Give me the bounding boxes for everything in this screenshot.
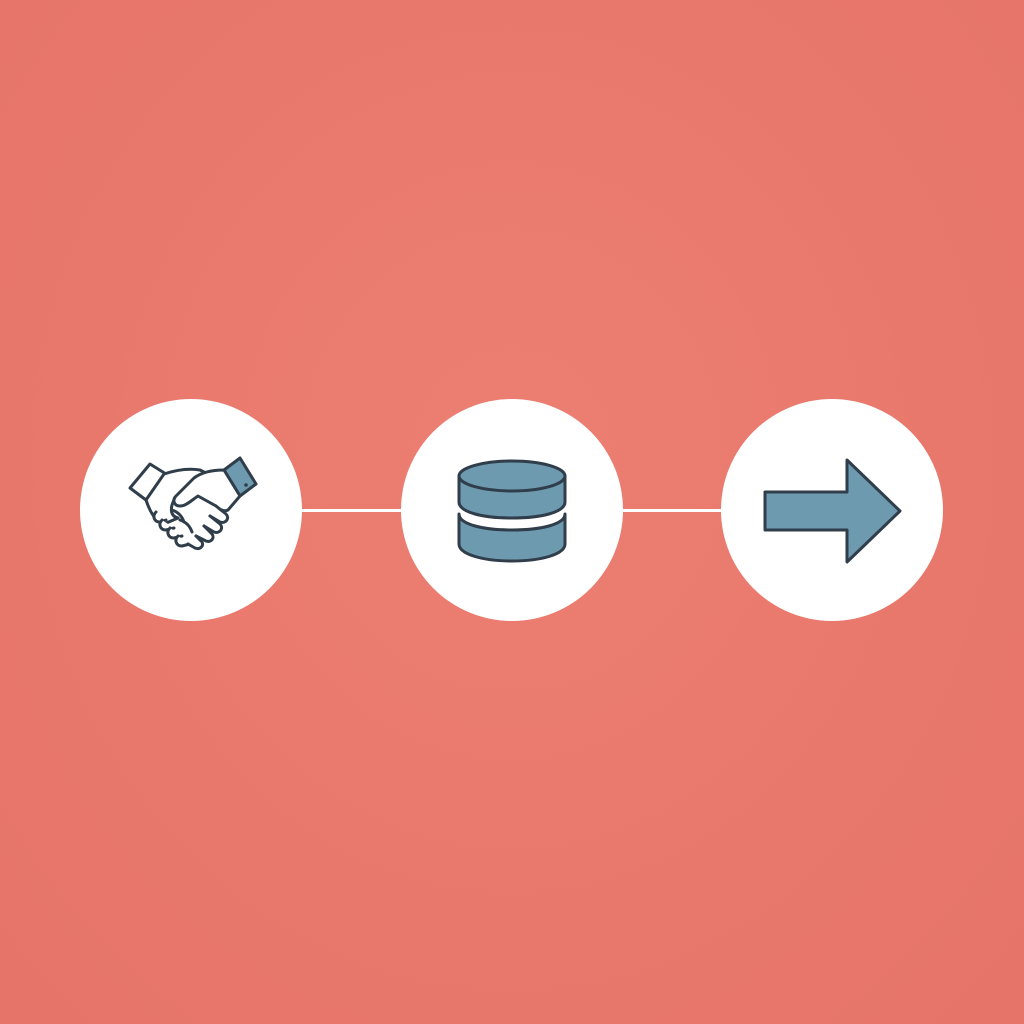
connector-line-2 bbox=[620, 509, 724, 512]
handshake-icon bbox=[128, 456, 258, 550]
connector-line-1 bbox=[298, 509, 404, 512]
database-icon bbox=[457, 459, 567, 563]
step-node-handshake bbox=[80, 399, 302, 621]
step-node-database bbox=[401, 399, 623, 621]
arrow-right-icon bbox=[763, 458, 902, 564]
step-node-arrow bbox=[721, 399, 943, 621]
